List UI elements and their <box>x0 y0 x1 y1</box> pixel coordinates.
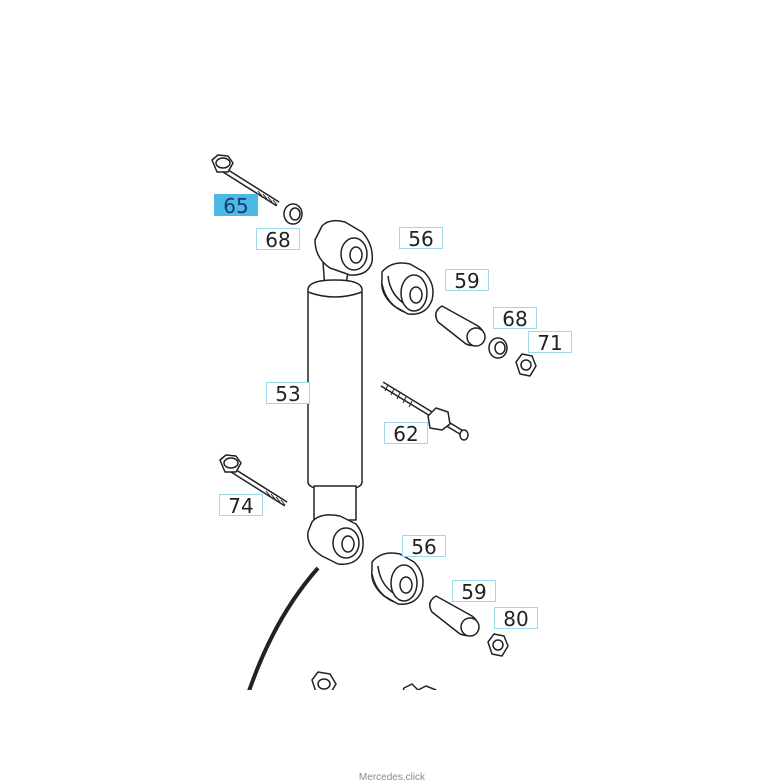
callout-59-upper[interactable]: 59 <box>445 269 489 292</box>
bolt-part-65 <box>211 154 280 207</box>
callout-56-lower[interactable]: 56 <box>402 535 446 558</box>
footer-watermark: Mercedes.click <box>358 772 426 783</box>
bolt-part-74 <box>219 454 288 507</box>
nut-part-80 <box>487 633 509 657</box>
callout-71[interactable]: 71 <box>528 331 572 354</box>
pin-part-59-lower <box>429 595 480 637</box>
callout-53[interactable]: 53 <box>266 382 310 405</box>
callout-68-right[interactable]: 68 <box>493 307 537 330</box>
nut-part-71 <box>515 353 537 377</box>
pin-part-59-upper <box>435 305 486 347</box>
washer-part-68-right <box>488 337 508 359</box>
leader-line <box>247 566 320 690</box>
callout-80[interactable]: 80 <box>494 607 538 630</box>
bushing-part-56-lower <box>371 552 424 605</box>
shock-absorber-part-53 <box>307 219 374 565</box>
callout-59-lower[interactable]: 59 <box>452 580 496 603</box>
bushing-part-56-upper <box>381 262 434 315</box>
partial-parts-bottom <box>311 671 437 690</box>
stud-part-62 <box>380 381 469 441</box>
callout-68-upper[interactable]: 68 <box>256 228 300 251</box>
callout-56-upper[interactable]: 56 <box>399 227 443 250</box>
callout-74[interactable]: 74 <box>219 494 263 517</box>
callout-62[interactable]: 62 <box>384 422 428 445</box>
washer-part-68-upper <box>283 203 303 225</box>
callout-65[interactable]: 65 <box>214 194 258 217</box>
